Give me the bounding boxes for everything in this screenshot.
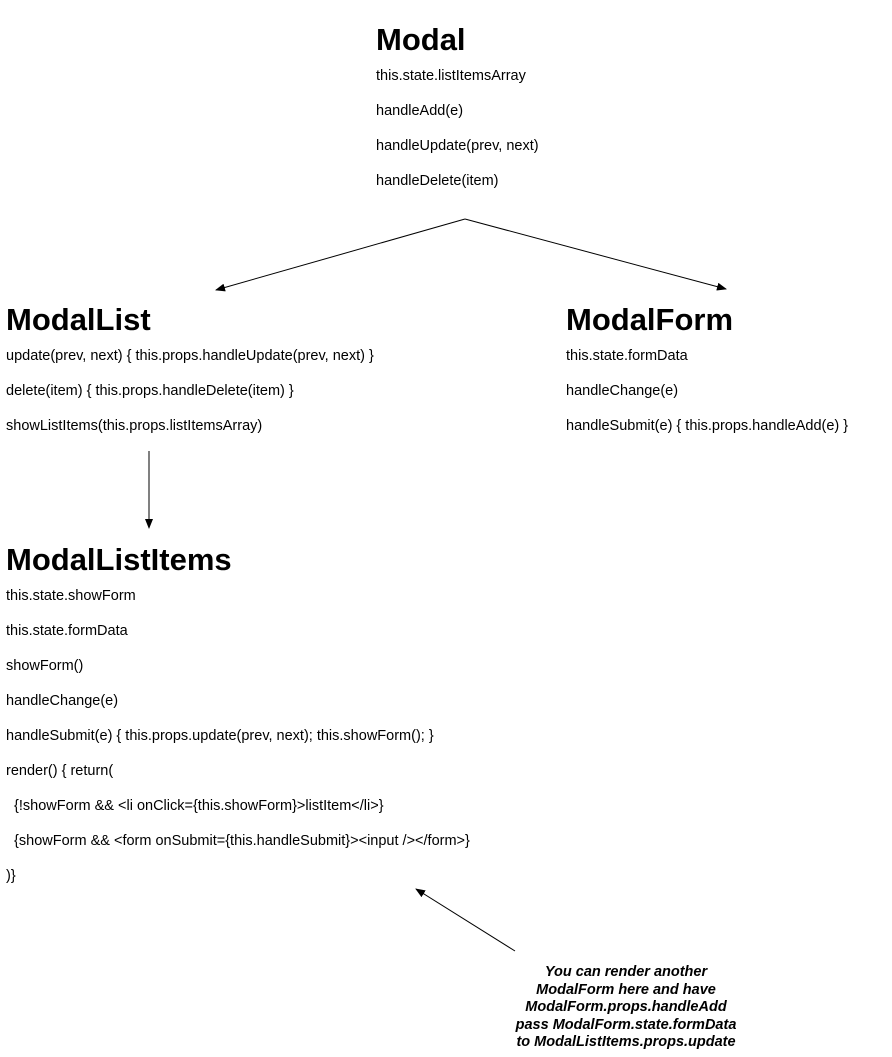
- node-modal-list-items-line: render() { return(: [6, 763, 114, 779]
- node-modal-list: ModalList update(prev, next) { this.prop…: [6, 302, 374, 453]
- node-modal-form-line: handleChange(e): [566, 383, 679, 399]
- node-modal-line: handleUpdate(prev, next): [376, 138, 539, 154]
- node-modal-list-line: showListItems(this.props.listItemsArray): [6, 418, 263, 434]
- node-modal-list-items-line: showForm(): [6, 658, 84, 674]
- annotation-note: You can render another ModalForm here an…: [496, 964, 756, 1052]
- node-modal-list-items: ModalListItems this.state.showForm this.…: [6, 542, 470, 903]
- node-modal-line: handleAdd(e): [376, 103, 464, 119]
- node-modal: Modal this.state.listItemsArray handleAd…: [376, 22, 539, 208]
- node-modal-form: ModalForm this.state.formData handleChan…: [566, 302, 848, 453]
- node-modal-list-items-line: handleChange(e): [6, 693, 119, 709]
- node-modal-form-line: this.state.formData: [566, 348, 688, 364]
- annotation-note-line: ModalForm here and have: [536, 981, 716, 998]
- node-modal-list-items-line: this.state.showForm: [6, 588, 136, 604]
- node-modal-list-items-line: )}: [6, 868, 16, 884]
- arrow-modal-to-modallist: [215, 218, 466, 292]
- node-modal-list-line: update(prev, next) { this.props.handleUp…: [6, 348, 374, 364]
- node-modal-list-items-line: this.state.formData: [6, 623, 128, 639]
- node-modal-title: Modal: [376, 22, 466, 57]
- node-modal-list-items-line: {showForm && <form onSubmit={this.handle…: [6, 833, 470, 849]
- annotation-note-line: to ModalListItems.props.update: [516, 1034, 736, 1050]
- node-modal-list-title: ModalList: [6, 302, 151, 337]
- node-modal-list-items-line: {!showForm && <li onClick={this.showForm…: [6, 798, 384, 814]
- node-modal-list-items-line: handleSubmit(e) { this.props.update(prev…: [6, 728, 434, 744]
- node-modal-line: handleDelete(item): [376, 173, 499, 189]
- annotation-note-line: ModalForm.props.handleAdd: [525, 999, 727, 1015]
- node-modal-list-items-title: ModalListItems: [6, 542, 232, 577]
- arrow-note-to-render: [415, 888, 516, 952]
- node-modal-line: this.state.listItemsArray: [376, 68, 526, 84]
- annotation-note-line: pass ModalForm.state.formData: [515, 1016, 737, 1033]
- arrow-modal-to-modalform: [464, 218, 727, 291]
- node-modal-form-title: ModalForm: [566, 302, 734, 337]
- annotation-note-line: You can render another: [544, 964, 708, 980]
- node-modal-form-line: handleSubmit(e) { this.props.handleAdd(e…: [566, 418, 849, 434]
- node-modal-list-line: delete(item) { this.props.handleDelete(i…: [6, 383, 294, 399]
